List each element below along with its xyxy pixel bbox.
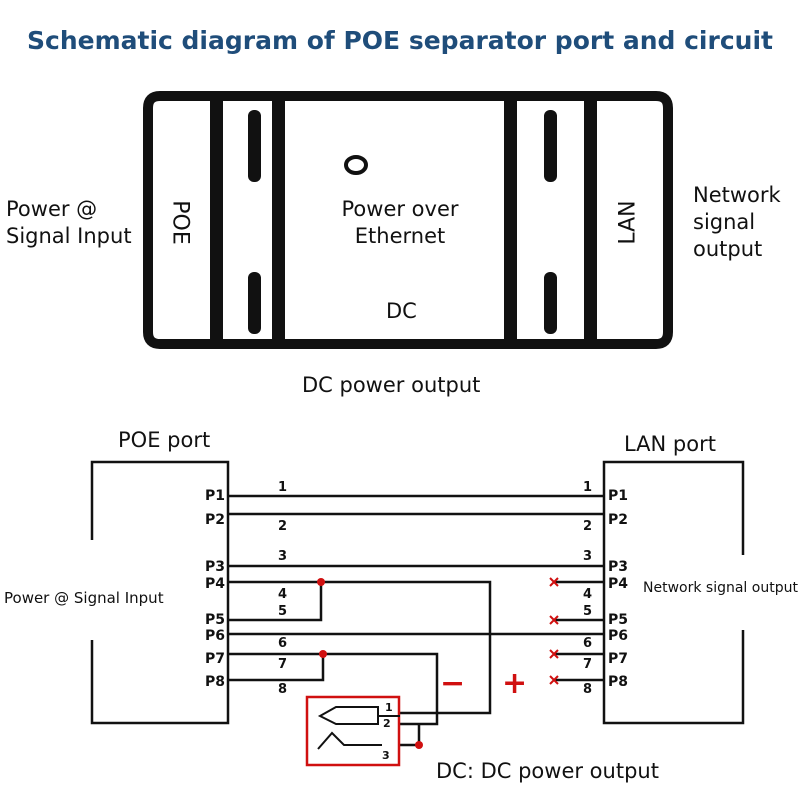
poe-pin-label: P2 <box>205 512 225 528</box>
wire-number-right: 6 <box>583 636 592 651</box>
poe-port-title: POE port <box>118 428 211 452</box>
circuit-input-label: Power @ Signal Input <box>4 589 164 607</box>
wire-p4 <box>228 580 492 715</box>
poe-pin-label: P5 <box>205 612 225 628</box>
wire-number-left: 2 <box>278 519 287 534</box>
wire-number-left: 6 <box>278 636 287 651</box>
lan-pin-label: P3 <box>608 559 628 575</box>
poe-pin-label: P7 <box>205 651 225 667</box>
cut-mark-8 <box>549 675 559 685</box>
cut-mark-5 <box>549 615 559 625</box>
lan-pin-label: P8 <box>608 674 628 690</box>
wire-number-left: 5 <box>278 604 287 619</box>
input-label-line1: Power @ <box>6 197 98 221</box>
circuit-dc-output-label: DC: DC power output <box>436 759 659 783</box>
output-label-line3: output <box>693 237 763 261</box>
jack-pin-number: 1 <box>385 701 393 714</box>
cut-mark-4 <box>549 577 559 587</box>
jack-pin-number: 2 <box>383 717 391 730</box>
lan-pin-label: P7 <box>608 651 628 667</box>
device-dc-label: DC <box>386 299 417 323</box>
lan-pin-label: P4 <box>608 576 628 592</box>
wire-number-right: 7 <box>583 657 592 672</box>
wire-p8 <box>228 654 325 682</box>
wire-p5 <box>228 582 323 622</box>
junction-dot-p4 <box>317 578 325 586</box>
circuit-output-label: Network signal output <box>643 580 798 596</box>
wire-number-right: 4 <box>583 587 592 602</box>
wire-number-right: 8 <box>583 682 592 697</box>
wire-number-left: 1 <box>278 480 287 495</box>
page-title: Schematic diagram of POE separator port … <box>27 26 773 55</box>
wire-number-left: 3 <box>278 549 287 564</box>
dc-jack-spring <box>317 731 382 750</box>
wire-number-left: 8 <box>278 682 287 697</box>
plus-sign: + <box>502 666 527 701</box>
output-label-line2: signal <box>693 210 756 234</box>
junction-dot-p7 <box>319 650 327 658</box>
jack-pin-number: 3 <box>382 749 390 762</box>
poe-pin-label: P4 <box>205 576 225 592</box>
lan-pin-label: P2 <box>608 512 628 528</box>
dc-jack-plug <box>317 706 379 725</box>
dc-power-output-label: DC power output <box>302 373 481 397</box>
wire-jack-3 <box>400 724 421 747</box>
device-body <box>143 91 673 349</box>
device-center-line1: Power over <box>341 197 459 221</box>
poe-pin-label: P3 <box>205 559 225 575</box>
right-ribs <box>504 98 597 342</box>
device-center-line2: Ethernet <box>354 224 446 248</box>
wire-number-right: 2 <box>583 519 592 534</box>
junction-dot-jack <box>415 741 423 749</box>
poe-port-frame <box>90 460 230 725</box>
lan-pin-label: P5 <box>608 612 628 628</box>
left-ribs <box>210 98 285 342</box>
poe-pin-label: P8 <box>205 674 225 690</box>
wire-number-right: 1 <box>583 480 592 495</box>
wire-number-right: 5 <box>583 604 592 619</box>
dc-jack-box <box>305 695 401 767</box>
output-label-line1: Network <box>693 183 781 207</box>
lan-pin-label: P1 <box>608 488 628 504</box>
wire-number-left: 4 <box>278 587 287 602</box>
input-label-line2: Signal Input <box>6 224 132 248</box>
minus-sign: − <box>440 666 465 701</box>
wire-number-left: 7 <box>278 657 287 672</box>
wire-number-right: 3 <box>583 549 592 564</box>
lan-port-title: LAN port <box>624 432 716 456</box>
poe-pin-label: P6 <box>205 628 225 644</box>
led-indicator <box>344 155 368 175</box>
lan-port-frame <box>602 460 745 725</box>
cut-mark-7 <box>549 649 559 659</box>
lan-pin-label: P6 <box>608 628 628 644</box>
poe-pin-label: P1 <box>205 488 225 504</box>
